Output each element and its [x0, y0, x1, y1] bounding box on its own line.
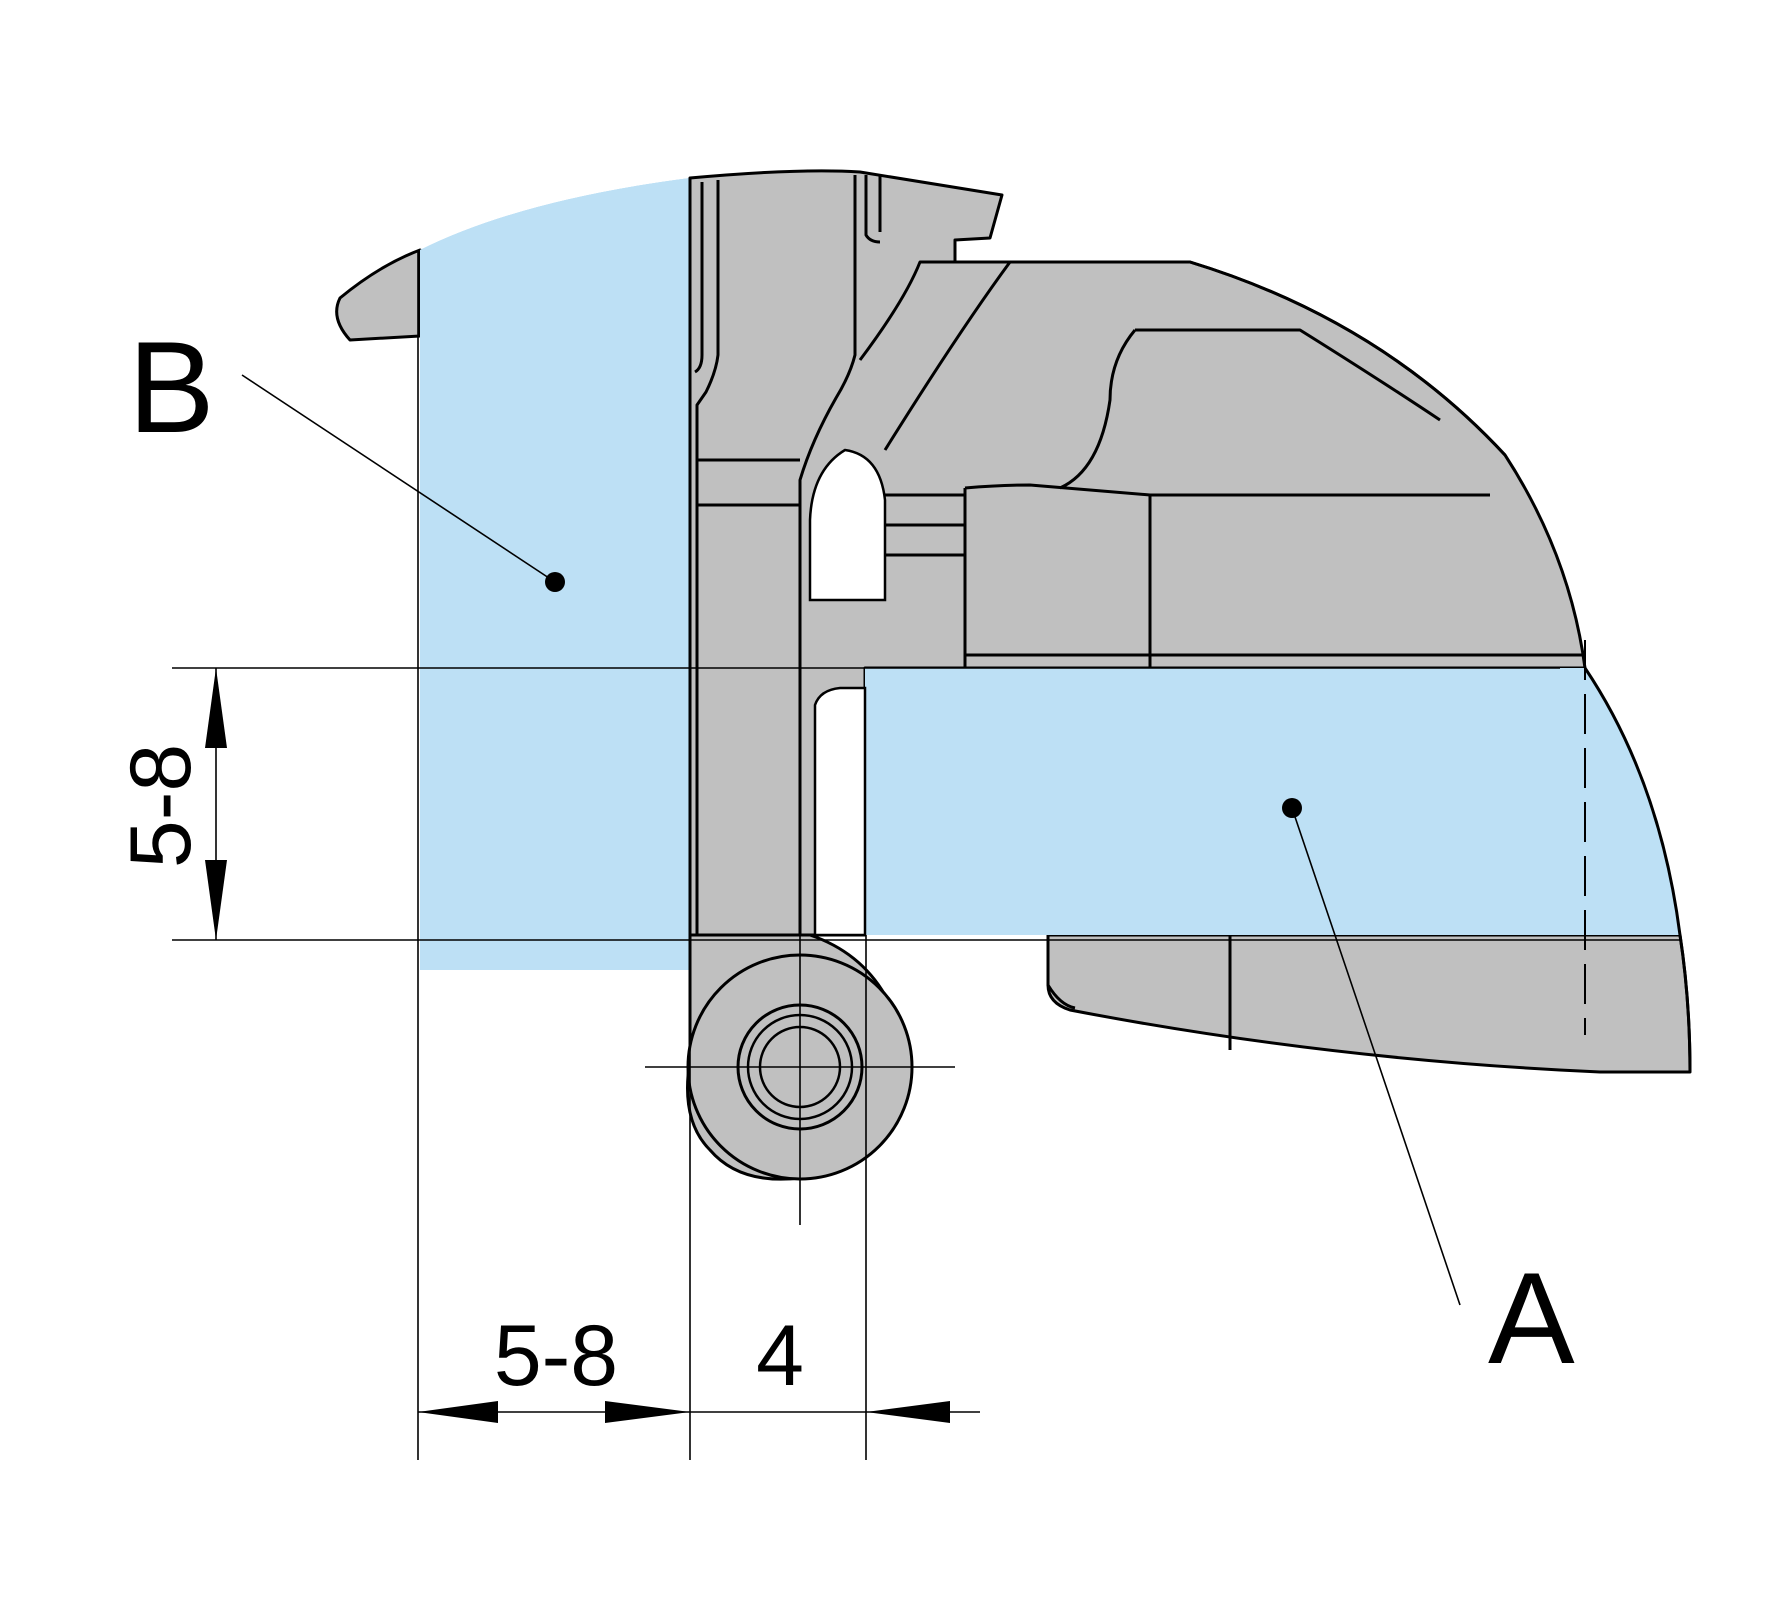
leader-dot-b [545, 572, 565, 592]
dimension-lines [172, 250, 1680, 1460]
arrow-left-a [418, 1401, 498, 1423]
dim-hinge-width: 4 [756, 1308, 804, 1404]
label-a: A [1488, 1245, 1575, 1391]
leader-lines [241, 374, 1461, 1306]
dim-vertical-gap: 5-8 [113, 744, 209, 868]
hinge-left-cap [335, 248, 422, 342]
arrow-right-a [605, 1401, 690, 1423]
label-b: B [128, 314, 215, 460]
leader-dot-a [1282, 798, 1302, 818]
dim-horizontal-gap: 5-8 [494, 1308, 618, 1404]
pin-centerlines [645, 930, 955, 1225]
hinge-edges [688, 175, 1692, 1073]
arrow-left-b [866, 1401, 950, 1423]
arrow-down [205, 860, 227, 940]
panel-a-front [865, 668, 1680, 935]
arrow-up [205, 668, 227, 748]
hinge-lower-slot [813, 686, 867, 937]
dimension-arrows [205, 668, 950, 1423]
hinge-upper-slot [808, 448, 887, 602]
hinge-lower-tongue [1046, 933, 1692, 1074]
